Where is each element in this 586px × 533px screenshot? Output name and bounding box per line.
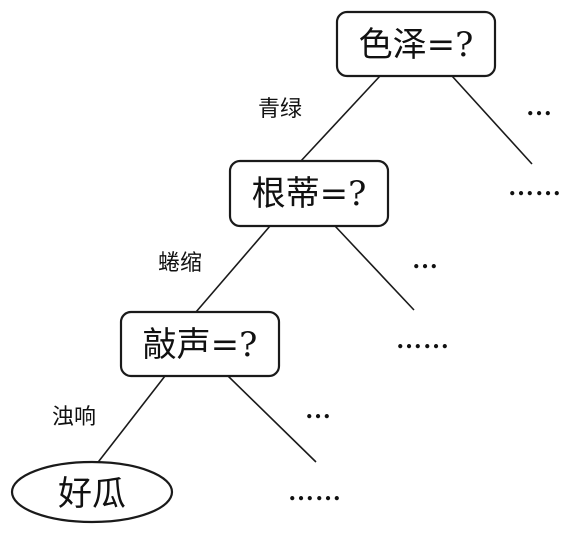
edge-knock-to-leaf — [91, 375, 166, 471]
ellipsis-knock-branch: … — [305, 395, 332, 424]
node-root-box — [228, 159, 390, 228]
ellipsis-knock-subtree: …… — [288, 477, 342, 506]
node-color-label: 色泽=? — [359, 25, 474, 65]
edge-color-to-right — [451, 75, 533, 165]
node-root: 根蒂=? — [228, 159, 390, 228]
node-root-label: 根蒂=? — [252, 174, 367, 214]
edge-root-to-right — [334, 225, 415, 311]
node-color-box — [335, 10, 497, 78]
edge-label-color-root: 青绿 — [258, 97, 302, 122]
ellipsis-color-subtree: …… — [508, 172, 562, 201]
edge-label-root-knock: 蜷缩 — [158, 251, 202, 276]
node-knock: 敲声=? — [119, 310, 281, 378]
ellipsis-root-branch: … — [412, 245, 439, 274]
ellipsis-color-branch: … — [526, 92, 553, 121]
edge-knock-to-right — [227, 375, 317, 463]
node-knock-box — [119, 310, 281, 378]
edge-color-to-root — [299, 75, 381, 163]
node-leaf-label: 好瓜 — [58, 474, 126, 514]
node-knock-label: 敲声=? — [143, 325, 258, 365]
node-leaf-ellipse — [10, 460, 174, 524]
ellipsis-root-subtree: …… — [396, 325, 450, 354]
node-color: 色泽=? — [335, 10, 497, 78]
edge-label-knock-leaf: 浊响 — [52, 405, 96, 430]
node-leaf: 好瓜 — [10, 460, 174, 524]
edge-root-to-knock — [195, 225, 271, 313]
